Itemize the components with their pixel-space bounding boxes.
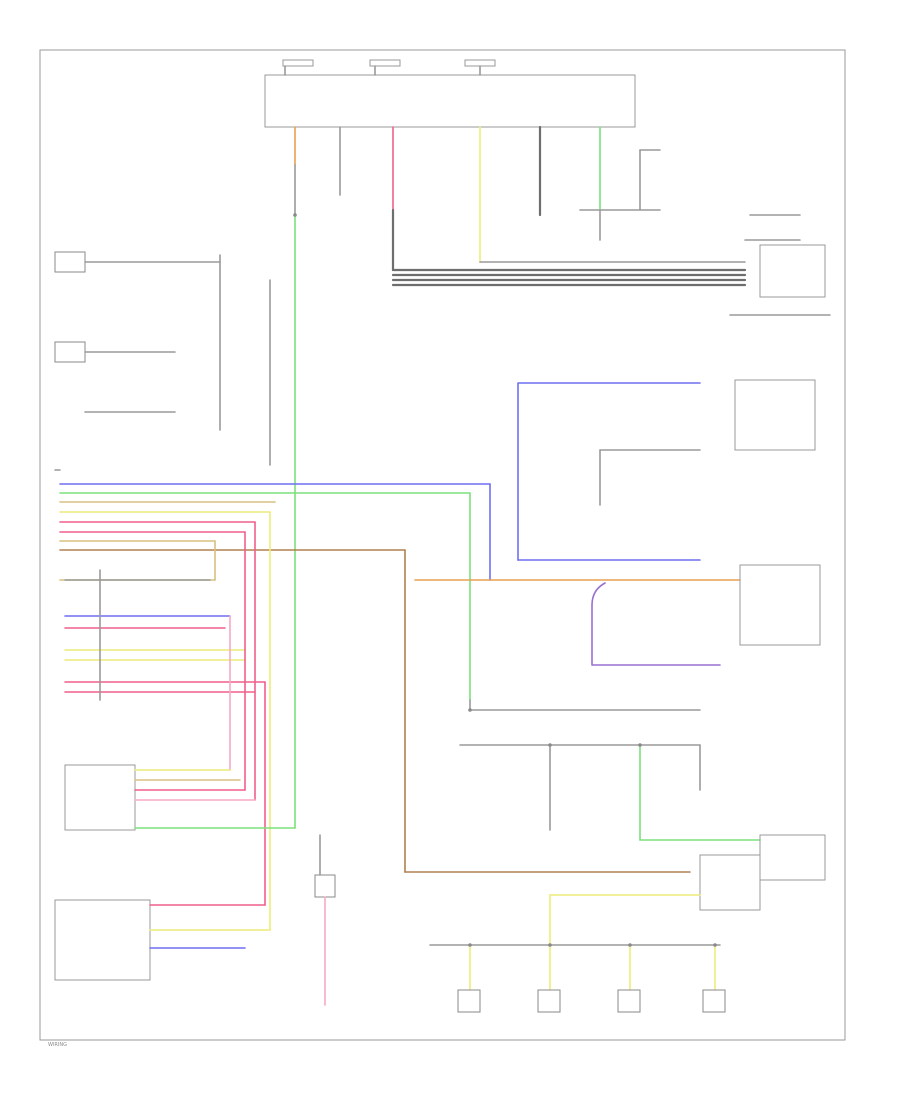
door-switch-3 <box>617 989 641 1013</box>
fuse-box-top <box>264 59 636 128</box>
door-switch-2 <box>537 989 561 1013</box>
gauge-module-box <box>759 244 826 298</box>
diagram-frame <box>39 49 846 1041</box>
relay-module <box>759 834 826 881</box>
left-pin-rows <box>64 569 266 701</box>
shift-lock-switch <box>54 899 151 981</box>
left-component-2 <box>54 341 86 363</box>
passenger-junction <box>699 854 761 911</box>
fuel-sender-upper <box>734 379 816 451</box>
door-switch-4 <box>702 989 726 1013</box>
transmission-switch <box>64 764 136 831</box>
left-connector-bundle <box>54 469 691 873</box>
door-switch-1 <box>457 989 481 1013</box>
footer-code: WIRING <box>48 1042 67 1048</box>
blue-sender-wire <box>517 382 701 561</box>
purple-wire <box>591 582 721 666</box>
fuel-sender-lower <box>739 564 821 646</box>
left-component-1 <box>54 251 86 273</box>
top-wires <box>294 125 801 287</box>
junction-dots <box>293 213 717 947</box>
brake-switch <box>314 874 336 898</box>
